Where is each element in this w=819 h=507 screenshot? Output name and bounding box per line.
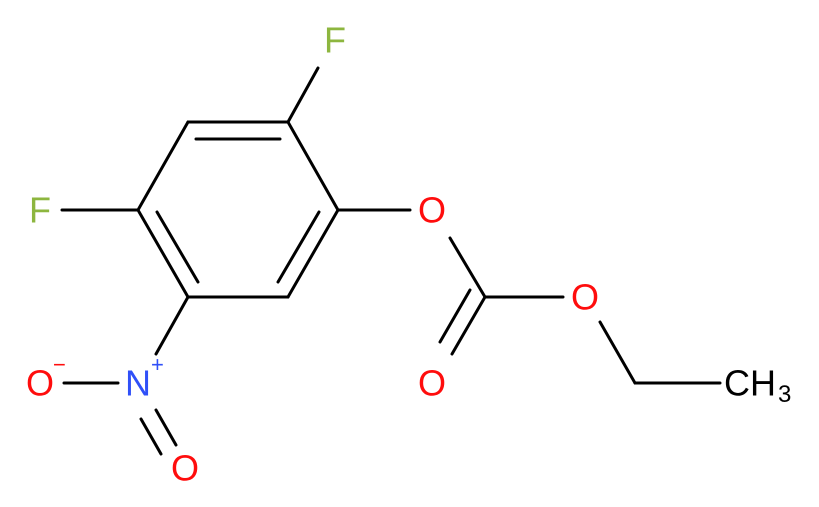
atom-ch3: CH (724, 363, 776, 404)
ring-bond (136, 120, 190, 212)
n-positive-charge: + (151, 352, 164, 377)
c-o-double-bond (450, 295, 487, 356)
ring-bond (286, 208, 340, 299)
atom-f-top: F (324, 20, 346, 61)
o-c-bond (448, 236, 487, 299)
c-o-double-bond (438, 288, 472, 344)
atom-ch3-subscript: 3 (778, 381, 791, 408)
o-negative-charge: − (53, 352, 66, 377)
atom-o-nitro-minus: O (26, 363, 54, 404)
c-f-bond (286, 66, 320, 124)
atom-f-left: F (29, 190, 51, 231)
atom-o-ether: O (571, 277, 599, 318)
atoms: F F O O O CH 3 N + O − O (26, 20, 791, 489)
atom-o-carbonyl: O (418, 363, 446, 404)
n-o-double-bond (154, 408, 178, 447)
o-c-bond (598, 320, 637, 385)
c-n-bond (154, 295, 190, 356)
bonds (60, 66, 722, 456)
ring-bond-inner (276, 210, 321, 284)
n-o-double-bond (139, 417, 163, 456)
ring-bond (136, 208, 190, 299)
atom-o-nitro-double: O (171, 448, 199, 489)
atom-n-nitro: N (125, 363, 151, 404)
ring-bond-inner (155, 210, 200, 284)
ring-bond (286, 120, 340, 212)
atom-o-ester: O (418, 190, 446, 231)
